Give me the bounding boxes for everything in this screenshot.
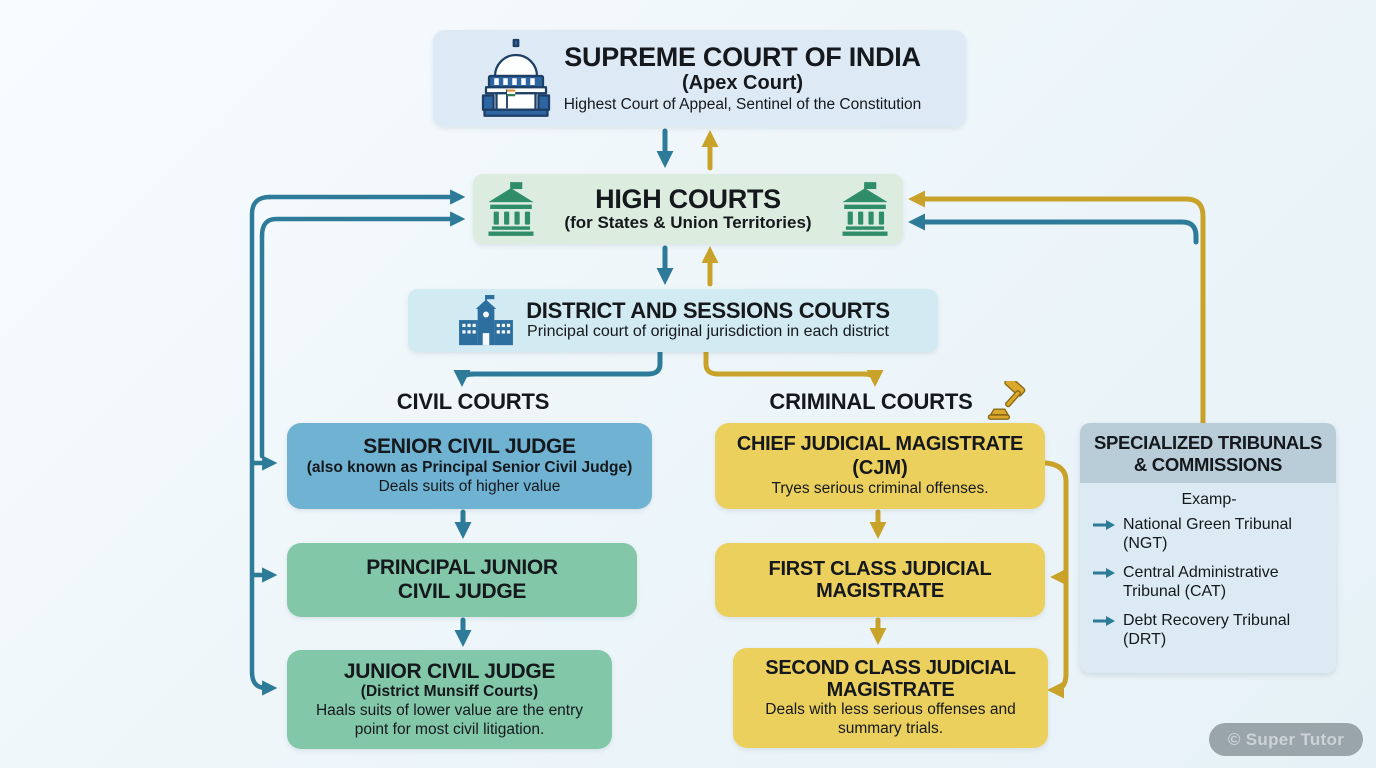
right-teal-arrow — [908, 213, 1199, 245]
watermark-badge: © Super Tutor — [1209, 723, 1363, 756]
senior-civil-judge-title: SENIOR CIVIL JUDGE — [363, 435, 576, 459]
tribunals-header: SPECIALIZED TRIBUNALS & COMMISSIONS — [1080, 423, 1336, 483]
supreme-court-box: SUPREME COURT OF INDIA (Apex Court) High… — [433, 30, 966, 127]
first-class-title: FIRST CLASS JUDICIAL MAGISTRATE — [768, 557, 992, 602]
high-courts-box: HIGH COURTS (for States & Union Territor… — [473, 174, 903, 244]
second-class-description: Deals with less serious offenses and sum… — [765, 701, 1016, 738]
junior-civil-judge-description: Haals suits of lower value are the entry… — [315, 701, 584, 738]
criminal-courts-heading: CRIMINAL COURTS — [769, 389, 973, 414]
cjm-description: Tryes serious criminal offenses. — [771, 479, 989, 497]
senior-civil-judge-description: Deals suits of higher value — [378, 477, 561, 495]
tribunal-item: Central Administrative Tribunal (CAT) — [1092, 563, 1326, 602]
left-trunk-main — [249, 194, 278, 696]
watermark-text: © Super Tutor — [1227, 729, 1345, 749]
senior-civil-judge-box: SENIOR CIVIL JUDGE (also known as Princi… — [287, 423, 652, 509]
senior-civil-judge-subtitle: (also known as Principal Senior Civil Ju… — [306, 459, 633, 476]
left-trunk-inner-arrow — [259, 211, 466, 239]
high-court-building-icon-right — [842, 182, 888, 236]
right-arrow-icon — [1093, 615, 1115, 626]
supreme-court-subtitle: (Apex Court) — [681, 71, 804, 94]
specialized-tribunals-panel: SPECIALIZED TRIBUNALS & COMMISSIONS Exam… — [1080, 423, 1336, 673]
tribunals-title-line1: SPECIALIZED TRIBUNALS — [1093, 432, 1323, 453]
tribunals-body: Examp- National Green Tribunal (NGT) Cen… — [1080, 482, 1336, 673]
principal-junior-civil-judge-box: PRINCIPAL JUNIOR CIVIL JUDGE — [287, 543, 637, 617]
tribunal-item-label: Central Administrative Tribunal (CAT) — [1123, 563, 1279, 601]
second-class-title: SECOND CLASS JUDICIAL MAGISTRATE — [765, 656, 1016, 702]
supreme-court-title: SUPREME COURT OF INDIA — [564, 41, 921, 72]
district-courts-box: DISTRICT AND SESSIONS COURTS Principal c… — [408, 289, 938, 352]
tribunal-item-label: National Green Tribunal (NGT) — [1123, 515, 1292, 553]
cjm-subtitle: (CJM) — [852, 456, 908, 479]
right-arrow-icon — [1093, 567, 1115, 578]
branch-to-criminal — [703, 349, 884, 387]
high-courts-title: HIGH COURTS — [595, 184, 781, 215]
civil-courts-heading: CIVIL COURTS — [396, 389, 550, 414]
principal-junior-civil-judge-title: PRINCIPAL JUNIOR CIVIL JUDGE — [366, 556, 558, 603]
cjm-title: CHIEF JUDICIAL MAGISTRATE — [736, 433, 1024, 456]
district-courts-title: DISTRICT AND SESSIONS COURTS — [526, 298, 890, 324]
tribunal-item: National Green Tribunal (NGT) — [1092, 515, 1326, 554]
junior-civil-judge-subtitle: (District Munsiff Courts) — [360, 683, 539, 701]
right-gold-trunk — [908, 190, 1206, 426]
junior-civil-judge-box: JUNIOR CIVIL JUDGE (District Munsiff Cou… — [287, 650, 612, 749]
supreme-court-building-icon — [481, 38, 550, 117]
first-class-judicial-magistrate-box: FIRST CLASS JUDICIAL MAGISTRATE — [715, 543, 1045, 617]
tribunal-item-label: Debt Recovery Tribunal (DRT) — [1123, 611, 1291, 649]
tribunal-item: Debt Recovery Tribunal (DRT) — [1092, 611, 1326, 650]
supreme-court-description: Highest Court of Appeal, Sentinel of the… — [563, 95, 922, 113]
high-courts-subtitle: (for States & Union Territories) — [564, 212, 812, 232]
district-court-building-icon — [459, 294, 514, 345]
second-class-judicial-magistrate-box: SECOND CLASS JUDICIAL MAGISTRATE Deals w… — [733, 648, 1048, 748]
chief-judicial-magistrate-box: CHIEF JUDICIAL MAGISTRATE (CJM) Tryes se… — [715, 423, 1045, 509]
junior-civil-judge-title: JUNIOR CIVIL JUDGE — [343, 659, 556, 683]
right-arrow-icon — [1093, 519, 1115, 530]
branch-to-civil — [453, 349, 663, 387]
gavel-icon — [987, 381, 1026, 420]
district-courts-subtitle: Principal court of original jurisdiction… — [527, 323, 889, 341]
tribunals-examples-label: Examp- — [1181, 490, 1237, 508]
high-court-building-icon-left — [488, 182, 534, 236]
tribunals-title-line2: & COMMISSIONS — [1133, 453, 1283, 475]
